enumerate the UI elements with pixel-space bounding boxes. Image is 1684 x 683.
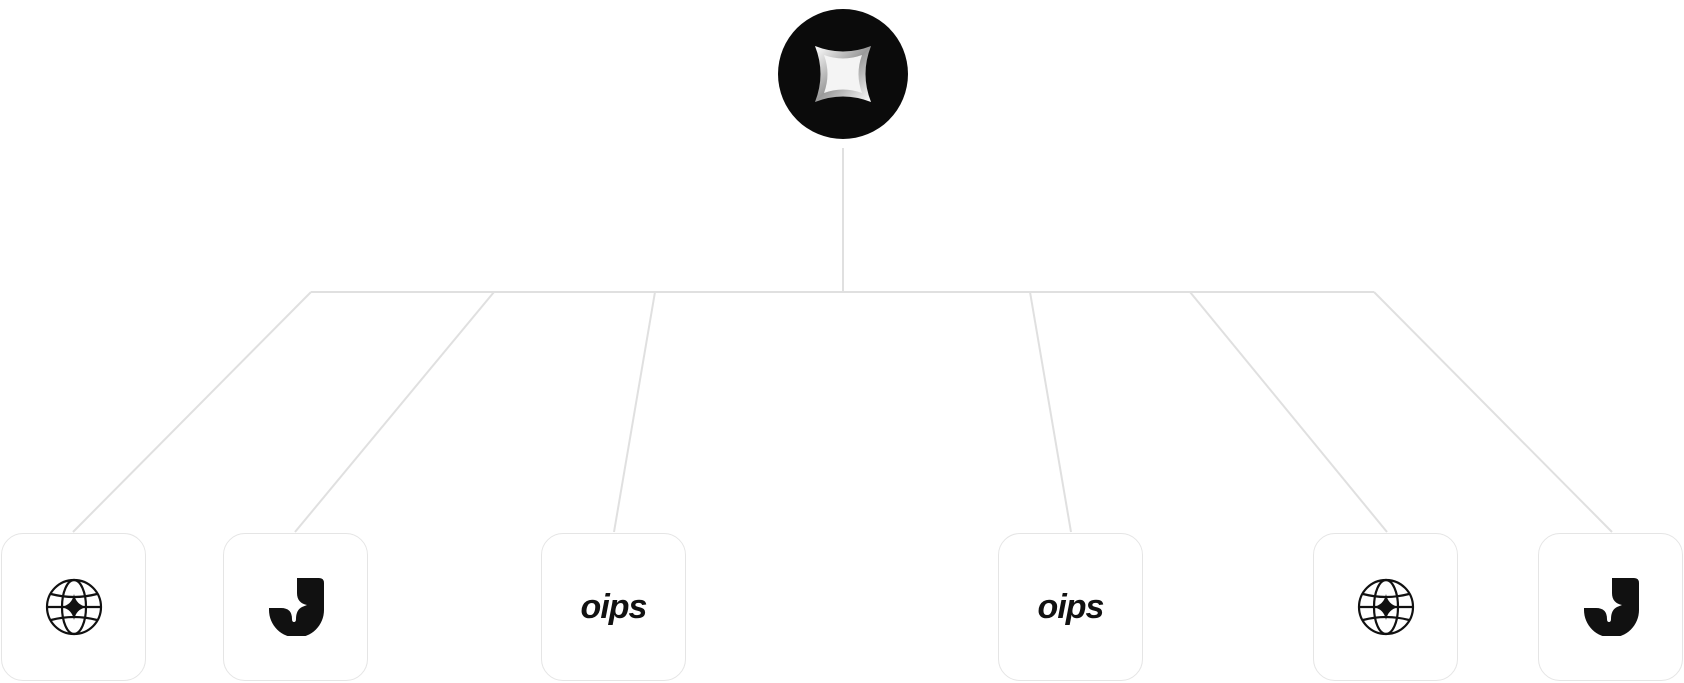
leaf-node-j-1 [223,533,368,681]
leaf-node-globe-2 [1313,533,1458,681]
branch-line-4 [1029,291,1072,533]
j-logo-icon [1583,578,1639,636]
branch-line-5 [1189,291,1388,533]
branch-line-3 [613,291,656,533]
root-node [778,9,908,139]
globe-sparkle-icon [45,578,102,636]
j-logo-icon [268,578,324,636]
branch-line-6 [1373,291,1613,533]
branch-line-2 [294,291,495,533]
oips-wordmark: oips [580,587,648,626]
branch-line-1 [72,291,312,533]
oips-wordmark: oips [1037,587,1105,626]
leaf-node-globe-1 [1,533,146,681]
sparkle-square-icon [815,46,871,102]
leaf-node-oips-2: oips [998,533,1143,681]
leaf-node-oips-1: oips [541,533,686,681]
globe-sparkle-icon [1357,578,1414,636]
leaf-node-j-2 [1538,533,1683,681]
